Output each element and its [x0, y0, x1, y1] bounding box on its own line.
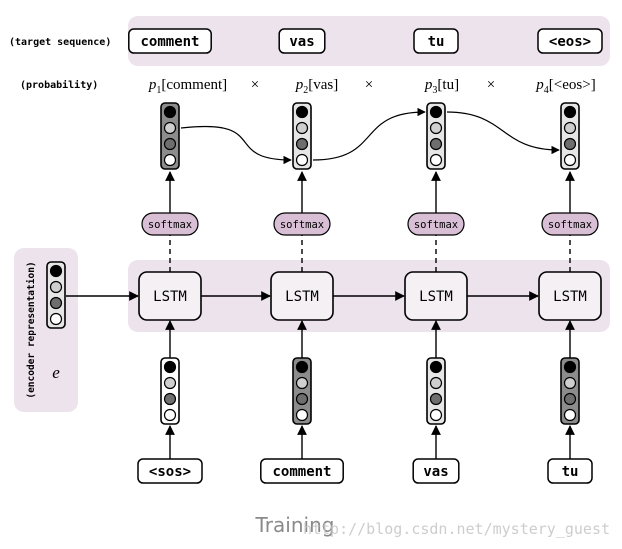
vector-dot	[295, 360, 309, 374]
output-vector	[560, 102, 580, 170]
vector-dot	[295, 408, 309, 422]
vector-dot	[563, 121, 577, 135]
vector-dot	[49, 312, 63, 326]
vector-dot	[295, 105, 309, 119]
vector-dot	[295, 376, 309, 390]
softmax-label: softmax	[280, 219, 324, 231]
vector-dot	[429, 137, 443, 151]
target-token-box	[278, 28, 326, 54]
encoder-representation-label: (encoder representation)	[26, 261, 37, 398]
output-vector	[426, 102, 446, 170]
vector-dot	[163, 392, 177, 406]
softmax-label: softmax	[414, 219, 458, 231]
vector-dot	[49, 296, 63, 310]
times-symbol: ×	[365, 77, 373, 93]
target-token: vas	[289, 34, 314, 50]
times-symbol: ×	[251, 77, 259, 93]
vector-dot	[163, 137, 177, 151]
probability-term: p3[tu]	[424, 77, 459, 96]
vector-dot	[163, 408, 177, 422]
vector-dot	[563, 392, 577, 406]
vector-dot	[295, 153, 309, 167]
vector-dot	[563, 408, 577, 422]
watermark: http://blog.csdn.net/mystery_guest	[303, 520, 610, 538]
vector-dot	[163, 105, 177, 119]
vector-dot	[49, 280, 63, 294]
probability-term: p1[comment]	[148, 77, 227, 96]
vector-dot	[163, 121, 177, 135]
target-token: tu	[428, 34, 445, 50]
feedback-arrow	[180, 125, 292, 165]
vector-dot	[429, 153, 443, 167]
vector-frame	[426, 102, 446, 170]
vector-frame	[560, 102, 580, 170]
feedback-arrow	[446, 111, 560, 155]
probability-label: (probability)	[20, 79, 98, 91]
vector-dot	[563, 105, 577, 119]
vector-dot	[429, 121, 443, 135]
lstm-label: LSTM	[285, 289, 319, 305]
vector-dot	[163, 153, 177, 167]
vector-dot	[563, 376, 577, 390]
softmax-label: softmax	[148, 219, 192, 231]
input-token: comment	[272, 464, 331, 480]
target-sequence-label: (target sequence)	[9, 37, 111, 48]
input-token: vas	[423, 464, 448, 480]
vector-frame	[160, 102, 180, 170]
vector-dot	[429, 408, 443, 422]
vector-frame	[46, 261, 66, 329]
vector-dot	[295, 121, 309, 135]
vector-dot	[429, 360, 443, 374]
vector-frame	[292, 102, 312, 170]
vector-dot	[49, 264, 63, 278]
probability-term: p2[vas]	[295, 77, 339, 96]
target-token: comment	[140, 34, 199, 50]
vector-dot	[429, 376, 443, 390]
vector-dot	[163, 360, 177, 374]
target-sequence-panel	[128, 16, 610, 66]
encoder-vector	[46, 261, 66, 329]
lstm-cell	[538, 271, 602, 321]
input-vector	[292, 357, 312, 425]
vector-dot	[563, 360, 577, 374]
encoder-panel	[14, 248, 78, 412]
footer-title: Training	[255, 513, 335, 537]
vector-dot	[429, 105, 443, 119]
vector-dot	[295, 392, 309, 406]
input-vector	[560, 357, 580, 425]
output-vector	[292, 102, 312, 170]
feedback-arrow	[312, 107, 426, 161]
vector-dot	[295, 137, 309, 151]
input-token: <sos>	[149, 464, 191, 480]
target-token-box	[537, 28, 603, 54]
vector-dot	[563, 153, 577, 167]
vector-dot	[563, 137, 577, 151]
times-symbol: ×	[487, 77, 495, 93]
diagram-elements: comment vas tu <eos> <sos> comment vas tu p1[com…	[46, 28, 603, 484]
target-token: <eos>	[549, 34, 591, 50]
softmax-label: softmax	[548, 219, 592, 231]
lstm-label: LSTM	[153, 289, 187, 305]
output-vector	[160, 102, 180, 170]
input-token: tu	[562, 464, 579, 480]
vector-dot	[163, 376, 177, 390]
encoder-symbol: e	[52, 363, 60, 382]
probability-term: p4[<eos>]	[535, 77, 595, 96]
target-token-box	[413, 28, 459, 54]
lstm-label: LSTM	[419, 289, 453, 305]
input-vector	[160, 357, 180, 425]
vector-dot	[429, 392, 443, 406]
target-token-box	[128, 28, 212, 54]
input-vector	[426, 357, 446, 425]
lstm-label: LSTM	[553, 289, 587, 305]
